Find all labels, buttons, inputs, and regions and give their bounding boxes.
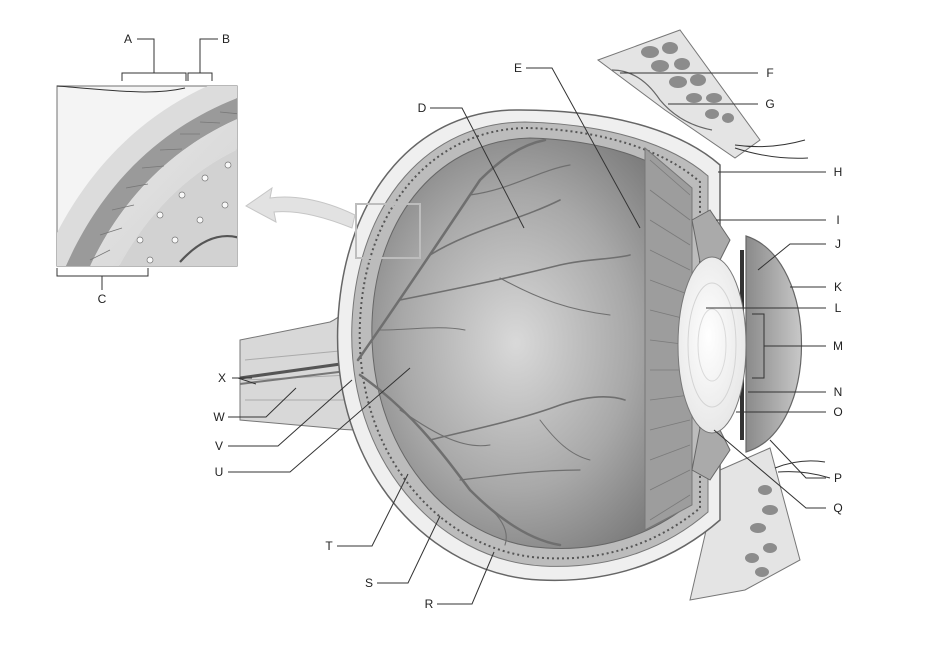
label-a: A: [124, 32, 132, 46]
label-j: J: [835, 237, 841, 251]
label-i: I: [836, 213, 839, 227]
label-w: W: [213, 410, 225, 424]
inset-selection-box: [355, 203, 421, 259]
label-o: O: [833, 405, 842, 419]
diagram-labels: A B C D E F G H I J K L M N O P Q R S T …: [98, 32, 843, 611]
optic-nerve: [239, 299, 359, 431]
label-d: D: [418, 101, 427, 115]
label-l: L: [835, 301, 842, 315]
label-n: N: [834, 385, 843, 399]
label-e: E: [514, 61, 522, 75]
label-s: S: [365, 576, 373, 590]
label-f: F: [766, 66, 773, 80]
label-u: U: [215, 465, 224, 479]
eyeball: [336, 109, 802, 582]
eyelid-upper: [596, 29, 809, 159]
label-m: M: [833, 339, 843, 353]
leader-lines: [56, 38, 826, 605]
label-b: B: [222, 32, 230, 46]
inset-arrow: [245, 186, 356, 229]
label-k: K: [834, 280, 842, 294]
label-v: V: [215, 439, 223, 453]
label-x: X: [218, 371, 226, 385]
label-p: P: [834, 471, 842, 485]
label-h: H: [834, 165, 843, 179]
label-r: R: [425, 597, 434, 611]
label-q: Q: [833, 501, 842, 515]
label-c: C: [98, 292, 107, 306]
label-t: T: [325, 539, 333, 553]
retinal-vessels: [356, 138, 631, 547]
label-g: G: [765, 97, 774, 111]
retina-inset: [56, 85, 238, 267]
